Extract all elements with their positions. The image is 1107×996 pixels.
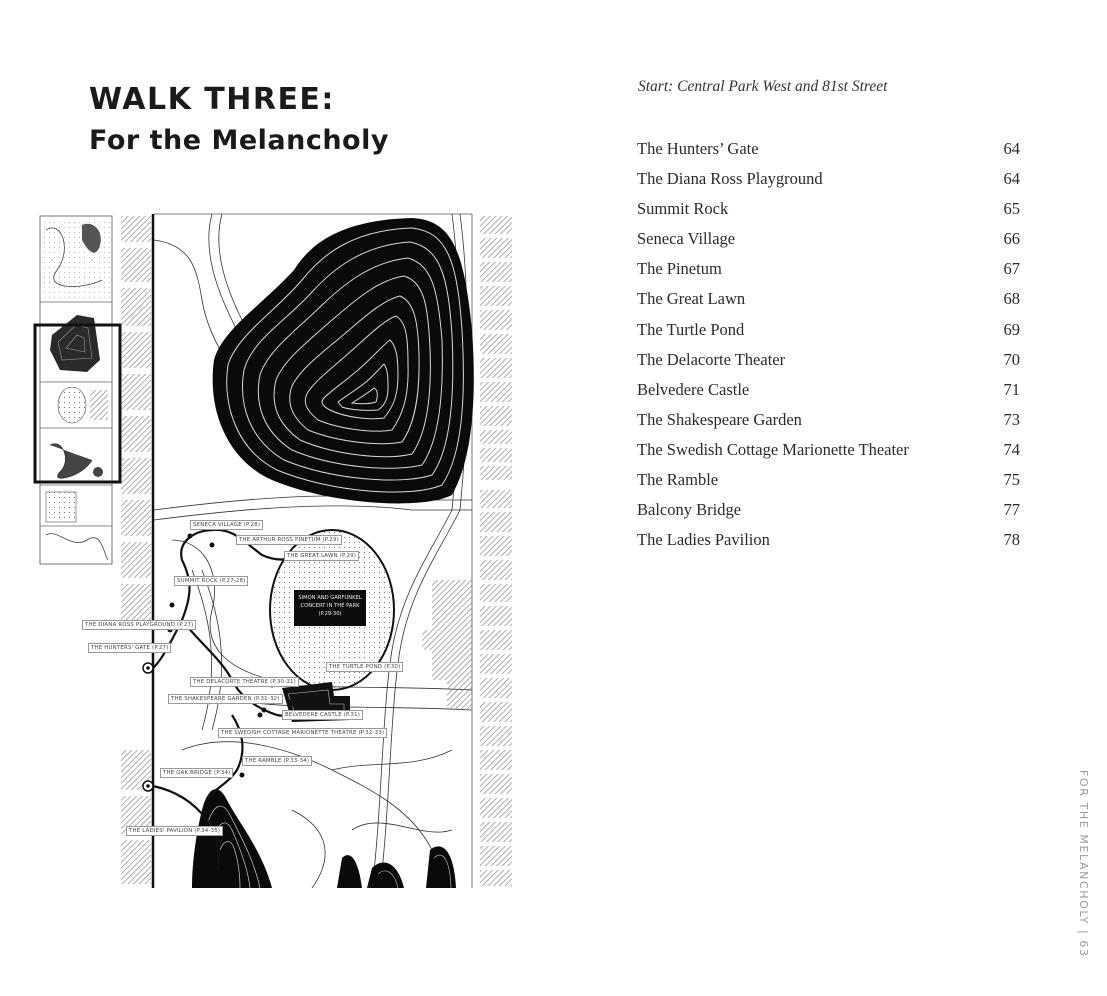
left-street-blocks [121,216,151,884]
toc-item-title: Balcony Bridge [637,500,742,520]
toc-item-page: 78 [1003,530,1021,550]
toc-item: The Delacorte Theater 70 [637,347,1020,377]
concert-callout-line2: Concert in the Park [300,603,360,609]
toc-item: Seneca Village 66 [637,226,1020,256]
toc-item: The Swedish Cottage Marionette Theater 74 [637,437,1020,467]
toc-item: The Pinetum 67 [637,256,1020,286]
toc-item-title: The Delacorte Theater [637,349,786,369]
map-label-ramble: The Ramble (P.33-34) [242,756,313,766]
toc-item: The Great Lawn 68 [637,286,1020,316]
toc-item-page: 66 [1003,229,1021,249]
toc-item-page: 64 [1003,139,1021,158]
running-footer-text: FOR THE MELANCHOLY | 63 [1077,770,1090,958]
toc-item-title: The Diana Ross Playground [637,169,823,189]
start-location: Start: Central Park West and 81st Street [638,78,888,95]
map-label-swedish-cottage: The Swedish Cottage Marionette Theatre (… [218,728,388,738]
running-footer: FOR THE MELANCHOLY | 63 [1076,770,1096,970]
park-entrance-markers [142,662,154,792]
toc-item-page: 75 [1003,470,1021,490]
inset-overview-map [33,215,122,565]
map-label-seneca-village: Seneca Village (P.28) [190,520,264,530]
toc-item: The Hunters’ Gate 64 [637,136,1020,166]
toc-item-page: 70 [1003,349,1021,369]
right-street-blocks [480,216,512,886]
toc-item-title: The Shakespeare Garden [637,409,802,429]
table-of-contents: The Hunters’ Gate 64 The Diana Ross Playg… [637,136,1020,557]
toc-item-title: The Pinetum [637,259,722,279]
map-label-hunters-gate: The Hunters' Gate (P.27) [88,643,172,653]
toc-item: The Ladies Pavilion 78 [637,527,1020,557]
map-label-shakespeare-garden: The Shakespeare Garden (P.31-32) [168,694,283,704]
toc-item: The Shakespeare Garden 73 [637,407,1020,437]
concert-callout-line3: (P.29-30) [318,611,342,617]
toc-item-title: The Turtle Pond [637,319,745,339]
toc-item-title: The Hunters’ Gate [637,139,759,158]
toc-item: The Ramble 75 [637,467,1020,497]
contour-hill-large [212,218,474,504]
toc-item-page: 65 [1003,199,1021,219]
toc-item: Summit Rock 65 [637,196,1020,226]
toc-item-page: 71 [1003,379,1021,399]
toc-item-page: 67 [1003,259,1021,279]
walk-number-title: WALK THREE: [89,82,335,117]
concert-callout-line1: Simon and Garfunkel [298,595,362,601]
map-illustration [33,213,512,888]
map-label-diana-ross-playground: The Diana Ross Playground (P.27) [82,620,197,630]
map-label-ladies-pavilion: The Ladies' Pavilion (P.34-35) [126,826,224,836]
toc-item: The Turtle Pond 69 [637,317,1020,347]
map-label-oak-bridge: The Oak Bridge (P.34) [160,768,234,778]
map-label-delacorte-theatre: The Delacorte Theatre (P.30-31) [190,677,299,687]
contour-hill-south [192,789,456,888]
concert-callout: Simon and Garfunkel Concert in the Park … [294,590,366,626]
map-label-pinetum: The Arthur Ross Pinetum (P.29) [236,535,342,545]
toc-item-page: 69 [1003,319,1021,339]
toc-item-title: Summit Rock [637,199,729,219]
toc-item-page: 64 [1003,169,1021,189]
map-label-summit-rock: Summit Rock (P.27-28) [174,576,249,586]
map-label-turtle-pond: The Turtle Pond (P.30) [326,662,404,672]
toc-item-page: 73 [1003,409,1021,429]
walk-map: Seneca Village (P.28) The Arthur Ross Pi… [32,210,517,888]
map-label-great-lawn: The Great Lawn (P.29) [284,551,360,561]
toc-item: The Diana Ross Playground 64 [637,166,1020,196]
museum-block [422,580,472,710]
toc-item: Belvedere Castle 71 [637,377,1020,407]
toc-item-title: Seneca Village [637,229,736,249]
toc-item-title: The Ladies Pavilion [637,530,770,550]
toc-item-page: 74 [1003,439,1021,459]
walk-subtitle: For the Melancholy [89,125,389,156]
toc-item-page: 77 [1003,500,1021,520]
toc-item-title: The Swedish Cottage Marionette Theater [637,439,909,459]
walk-heading: WALK THREE: For the Melancholy [89,80,389,160]
map-label-belvedere-castle: Belvedere Castle (P.31) [282,710,364,720]
toc-item-title: The Great Lawn [637,289,746,309]
toc-item-page: 68 [1003,289,1021,309]
toc-item: Balcony Bridge 77 [637,497,1020,527]
toc-item-title: The Ramble [637,470,719,490]
toc-item-title: Belvedere Castle [637,379,750,399]
